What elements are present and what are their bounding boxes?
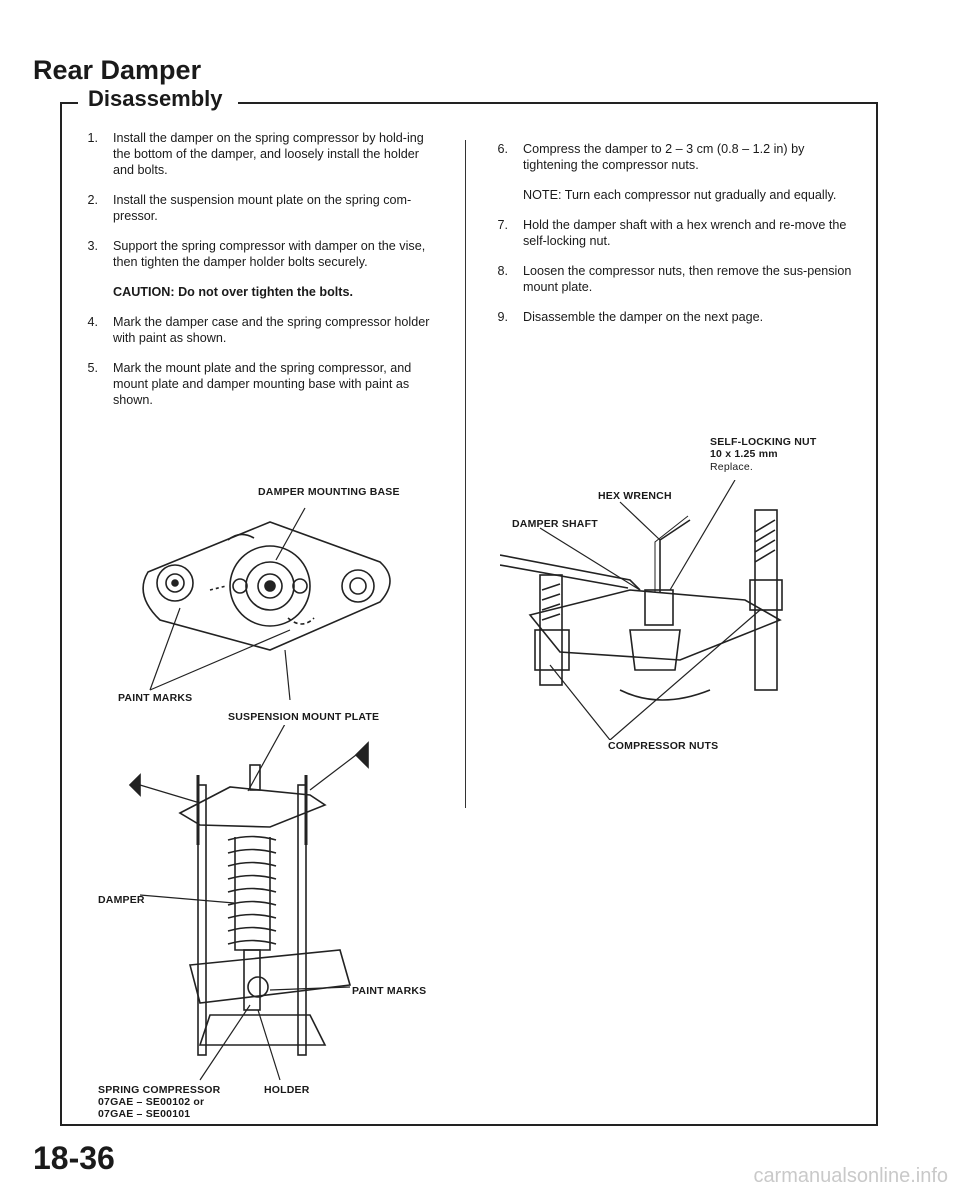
step-8: 8.Loosen the compressor nuts, then remov…: [497, 264, 852, 294]
label-suspension-mount-plate: SUSPENSION MOUNT PLATE: [228, 711, 380, 723]
content-frame: [60, 102, 878, 1126]
label-holder: HOLDER: [264, 1084, 310, 1096]
step-1: 1.Install the damper on the spring compr…: [87, 131, 424, 177]
label-part-number-1: 07GAE – SE00102 or: [98, 1096, 205, 1108]
section-title: Disassembly: [88, 86, 223, 111]
note: NOTE: Turn each compressor nut gradually…: [523, 188, 837, 202]
label-damper-shaft: DAMPER SHAFT: [512, 518, 598, 530]
step-5: 5.Mark the mount plate and the spring co…: [87, 361, 412, 407]
column-divider: [465, 140, 466, 808]
step-4: 4.Mark the damper case and the spring co…: [87, 315, 430, 345]
step-3: 3.Support the spring compressor with dam…: [87, 239, 426, 269]
step-6: 6.Compress the damper to 2 – 3 cm (0.8 –…: [497, 142, 805, 172]
hex-wrench-illustration: [500, 480, 783, 740]
label-paint-marks-bottom: PAINT MARKS: [352, 985, 427, 997]
label-self-locking-nut: SELF-LOCKING NUT: [710, 436, 817, 448]
steps-right: 6.Compress the damper to 2 – 3 cm (0.8 –…: [490, 141, 852, 339]
label-nut-size: 10 x 1.25 mm: [710, 448, 778, 460]
label-spring-compressor: SPRING COMPRESSOR: [98, 1084, 221, 1096]
page-title: Rear Damper: [33, 55, 202, 85]
step-7: 7.Hold the damper shaft with a hex wrenc…: [497, 218, 847, 248]
section-rule-left: [60, 102, 78, 104]
caution-note: CAUTION: Do not over tighten the bolts.: [113, 285, 353, 299]
step-2: 2.Install the suspension mount plate on …: [87, 193, 412, 223]
label-damper-mounting-base: DAMPER MOUNTING BASE: [258, 486, 400, 498]
mount-base-illustration: [142, 507, 391, 700]
label-hex-wrench: HEX WRENCH: [598, 490, 672, 502]
page-number: 18-36: [33, 1140, 115, 1176]
label-damper: DAMPER: [98, 894, 145, 906]
section-rule-right: [238, 102, 878, 104]
label-compressor-nuts: COMPRESSOR NUTS: [608, 740, 719, 752]
label-replace: Replace.: [710, 461, 754, 473]
watermark: carmanualsonline.info: [753, 1165, 948, 1187]
label-paint-marks-top: PAINT MARKS: [118, 692, 193, 704]
steps-left: 1.Install the damper on the spring compr…: [80, 130, 442, 422]
spring-compressor-illustration: [128, 725, 369, 1081]
step-9: 9.Disassemble the damper on the next pag…: [497, 310, 764, 324]
label-part-number-2: 07GAE – SE00101: [98, 1108, 191, 1120]
